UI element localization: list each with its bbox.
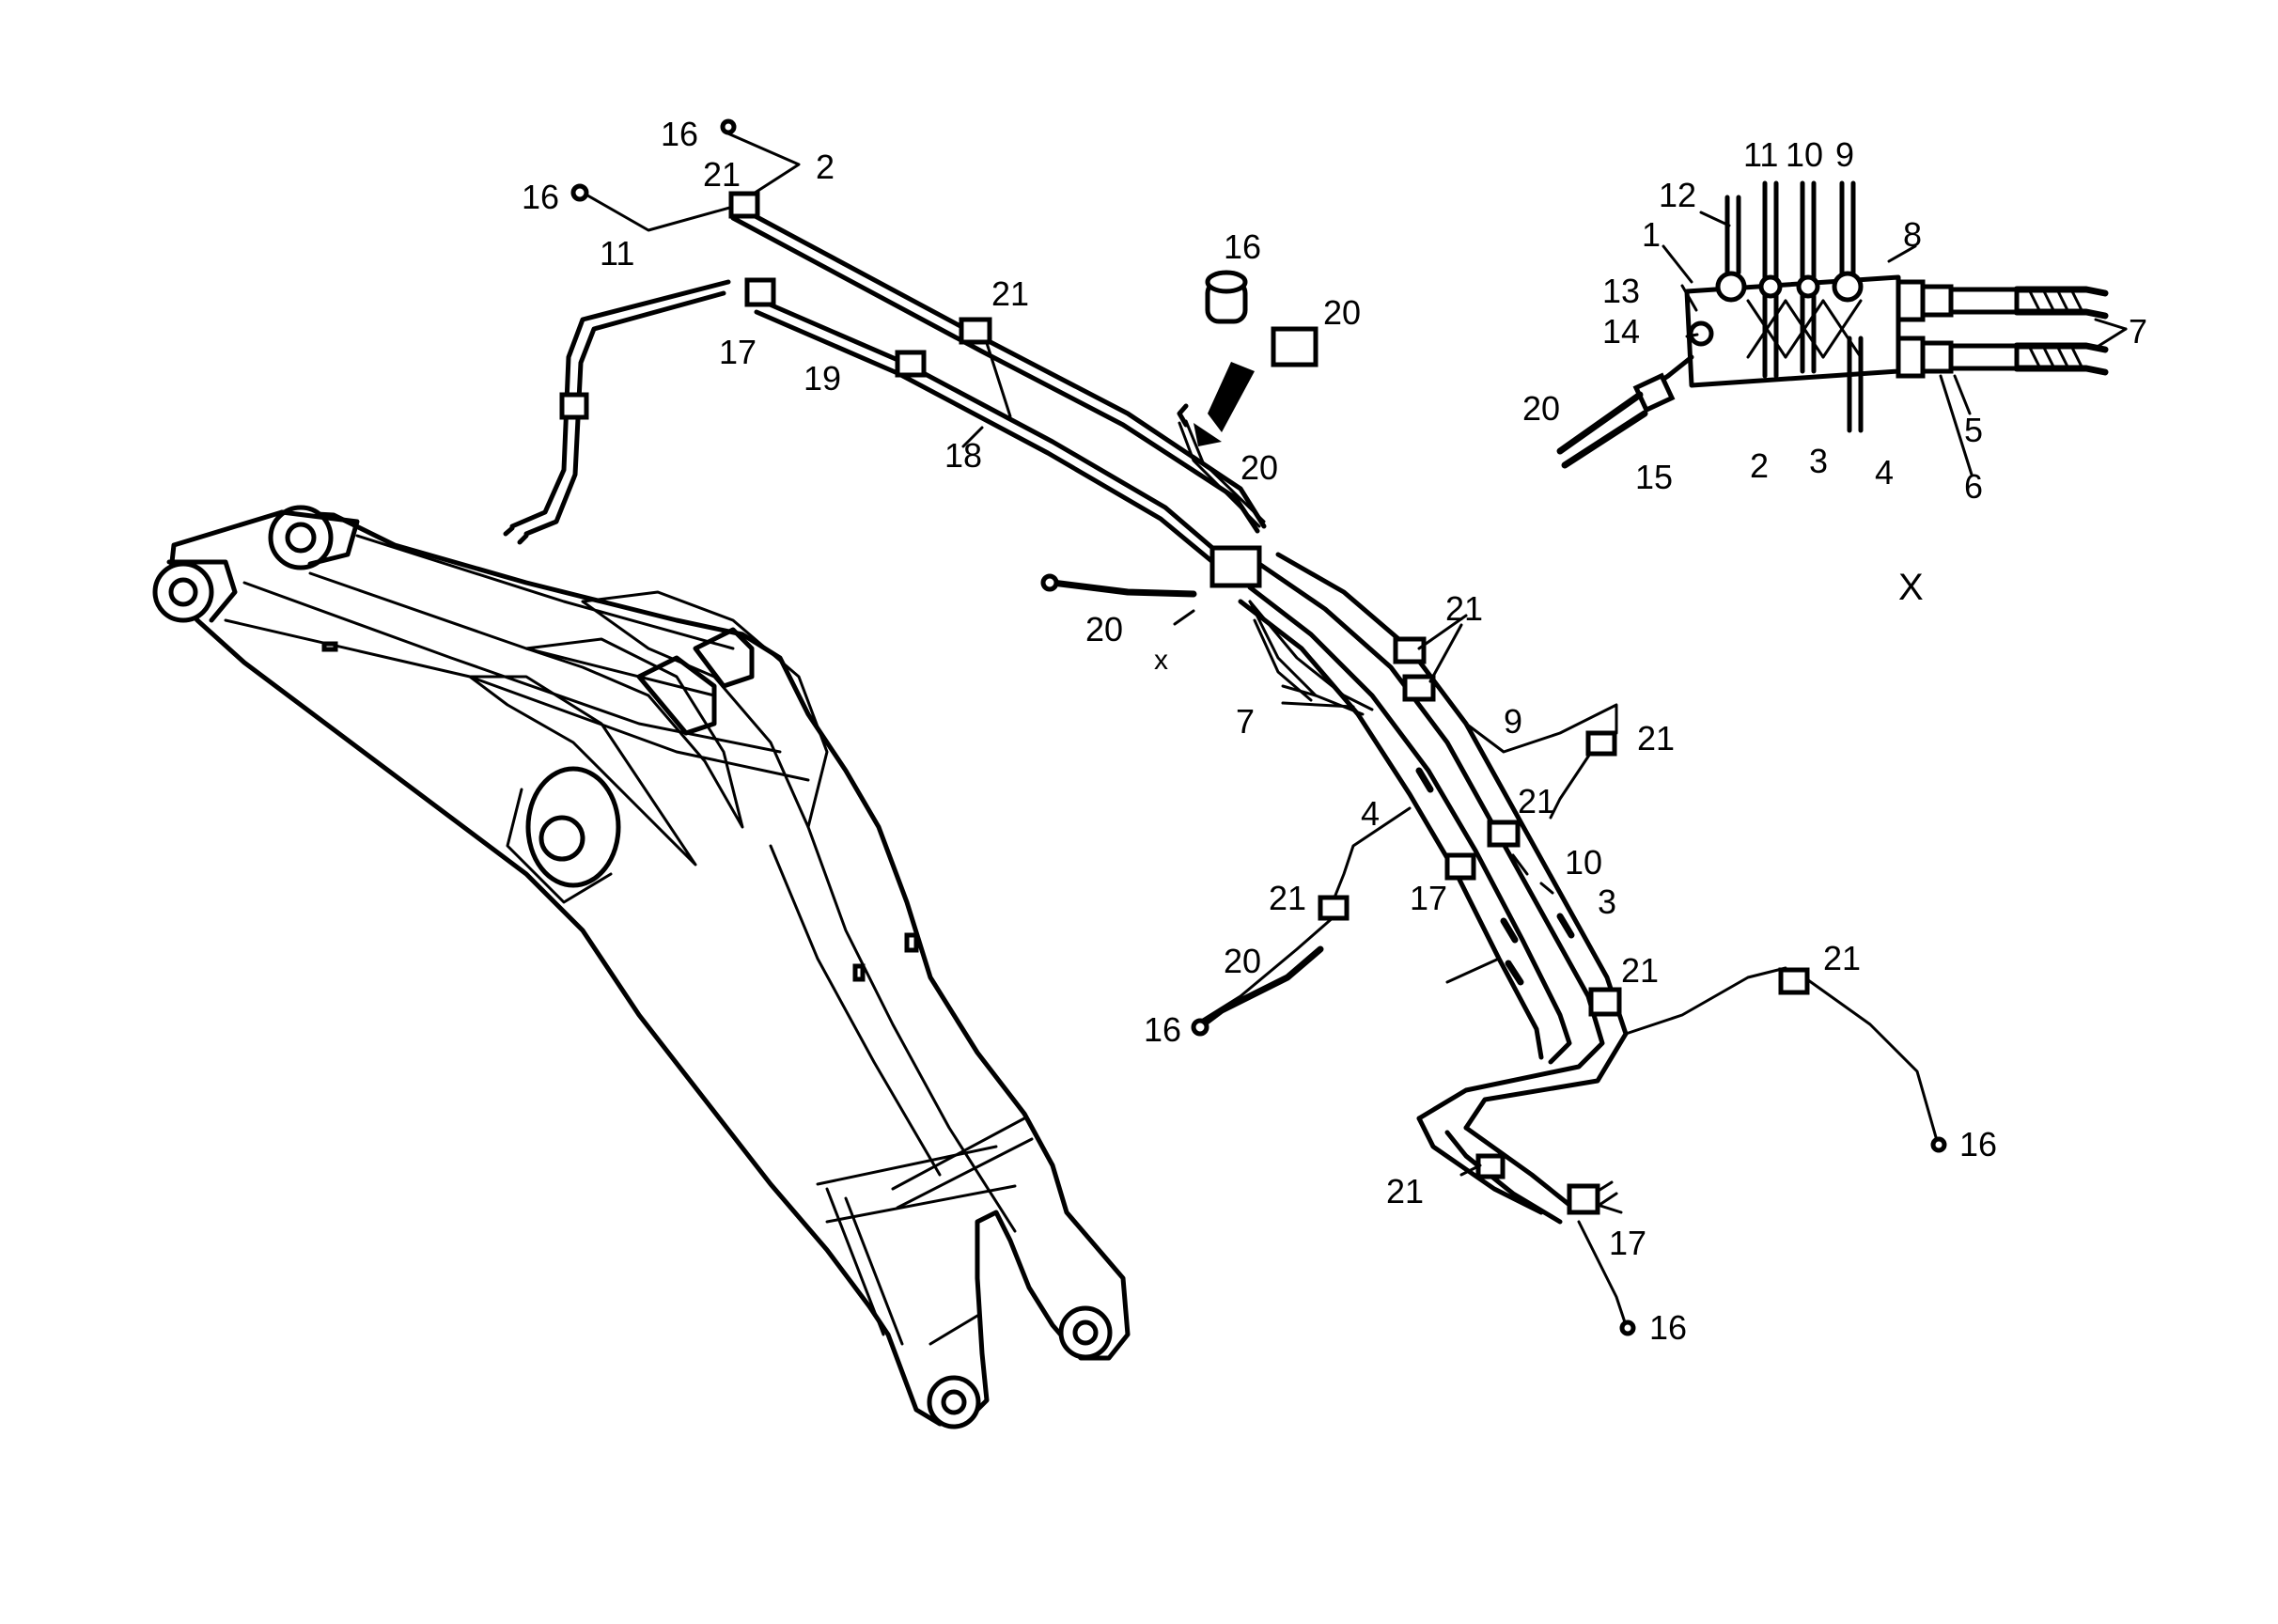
clamp	[1585, 730, 1617, 757]
detail-callout-label: 13	[1602, 272, 1640, 310]
callout-label: 21	[1621, 951, 1659, 990]
clamp	[1393, 636, 1427, 664]
callout-label: x	[1154, 645, 1168, 676]
detail-callout-label: 2	[1750, 446, 1769, 485]
callout-label: 7	[1236, 702, 1255, 741]
detail-x-title: X	[1898, 567, 1924, 608]
clamp	[1778, 967, 1810, 995]
callout-label: 21	[1637, 719, 1675, 757]
detail-callout-label: 1	[1642, 215, 1661, 254]
callout-label: 16	[1959, 1125, 1997, 1163]
callout-label: 20	[1323, 293, 1361, 332]
boom-arm	[152, 505, 1131, 1429]
clamp	[959, 317, 992, 345]
callout-label: 21	[703, 155, 741, 194]
clamp	[744, 277, 776, 307]
callout-label: 16	[661, 115, 698, 153]
callout-label: 10	[1565, 843, 1602, 882]
callout-label: 21	[1269, 879, 1306, 917]
detail-callout-label: 8	[1903, 215, 1922, 254]
callout-label: 21	[1823, 939, 1861, 977]
callout-label: 17	[1609, 1224, 1646, 1262]
callout-label: 16	[522, 178, 559, 216]
callout-label: 21	[1445, 589, 1483, 628]
clamp	[1444, 852, 1476, 881]
clamp	[895, 350, 927, 378]
callout-label: 3	[1598, 882, 1616, 921]
callout-label: 11	[600, 234, 634, 273]
callout-label: 9	[1504, 702, 1522, 741]
clamp	[1567, 1183, 1600, 1215]
clamp	[1487, 820, 1521, 848]
callout-label: 16	[1144, 1010, 1181, 1049]
callout-label: 21	[1518, 782, 1555, 820]
detail-callout-label: 7	[2129, 312, 2147, 351]
detail-callout-label: 6	[1964, 467, 1983, 506]
detail-callout-label: 10	[1786, 135, 1823, 174]
callout-label: 2	[816, 148, 835, 186]
detail-x-manifold	[1556, 180, 2128, 476]
detail-callout-label: 14	[1602, 312, 1640, 351]
clamps	[559, 191, 1810, 1215]
callout-label: 20	[1240, 448, 1278, 487]
detail-callout-label: 11	[1743, 135, 1778, 174]
detail-callout-label: 3	[1809, 442, 1828, 480]
detail-callout-label: 9	[1835, 135, 1854, 174]
callout-label: 21	[1386, 1172, 1424, 1210]
clamp	[728, 191, 760, 219]
clamp	[1588, 987, 1622, 1017]
callout-label: 16	[1649, 1308, 1687, 1347]
clamp	[1475, 1153, 1506, 1179]
callout-label: 20	[1085, 610, 1123, 648]
clamp	[559, 392, 589, 420]
clamp	[1402, 674, 1436, 702]
leader-lines	[961, 341, 1623, 1214]
clamp	[1318, 895, 1350, 921]
upper-pipes	[509, 130, 1267, 576]
callout-label: 21	[991, 274, 1029, 313]
callout-label: 20	[1224, 942, 1261, 980]
callout-label: 4	[1361, 794, 1380, 833]
clamp	[1209, 545, 1262, 588]
detail-callouts: 11 10 9 12 1 8 13 14 7 20 5 15 2 3 4 6 X	[1522, 135, 2147, 608]
callout-label: 18	[944, 436, 982, 475]
callout-label: 16	[1224, 227, 1261, 266]
callout-label: 17	[1410, 879, 1447, 917]
callout-label: 19	[804, 359, 841, 398]
detail-callout-label: 4	[1875, 453, 1894, 492]
plug-fitting	[1271, 326, 1318, 367]
detail-callout-label: 15	[1635, 458, 1673, 496]
detail-callout-label: 20	[1522, 389, 1560, 428]
detail-callout-label: 5	[1964, 411, 1983, 449]
detail-callout-label: 12	[1659, 176, 1696, 214]
main-callouts: 16 21 2 16 11 17 19 21 18 16 20 20 20 x …	[522, 115, 1997, 1347]
fittings	[503, 118, 1947, 1336]
callout-label: 17	[719, 333, 757, 371]
